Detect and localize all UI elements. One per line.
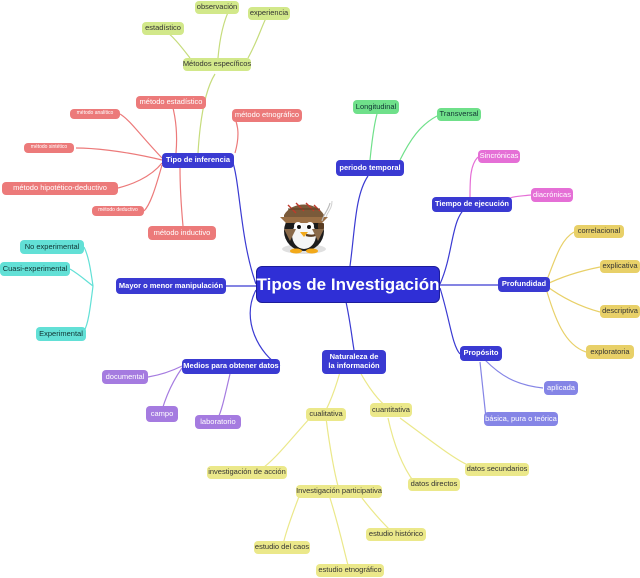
link-periodo-transversal	[399, 115, 438, 161]
link-tiempo-diacronicas	[509, 194, 532, 199]
link-manip-noexp	[83, 246, 94, 287]
link-metodos-observacion	[217, 7, 231, 59]
branch-tiempo-ejecucion[interactable]: Tiempo de ejecución	[432, 197, 512, 212]
node-metodo-inductivo[interactable]: método inductivo	[148, 226, 216, 240]
node-sincronicas[interactable]: Sincrónicas	[478, 150, 520, 163]
link-prop-aplicada	[484, 359, 544, 389]
node-metodo-hipotetico-deductivo[interactable]: método hipotético-deductivo	[2, 182, 118, 195]
branch-proposito[interactable]: Propósito	[460, 346, 502, 361]
link-inf-inductivo	[179, 167, 184, 227]
link-part-historico	[361, 497, 391, 531]
branch-profundidad[interactable]: Profundidad	[498, 277, 550, 292]
node-estudio-historico[interactable]: estudio histórico	[366, 528, 426, 541]
link-inf-hipotetico	[117, 162, 163, 189]
link-tipo-metodos	[197, 73, 216, 154]
node-longitudinal[interactable]: Longitudinal	[353, 100, 399, 114]
node-metodo-estadistico[interactable]: método estadístico	[136, 96, 206, 109]
link-tiempo-sincronicas	[469, 156, 479, 199]
link-part-caos	[282, 493, 301, 546]
link-cual-accion	[259, 417, 311, 471]
node-estadistico[interactable]: estadístico	[142, 22, 184, 35]
branch-periodo-temporal[interactable]: periodo temporal	[336, 160, 404, 176]
link-central-tipo-inferencia	[231, 159, 257, 285]
node-metodo-deductivo[interactable]: método deductivo	[92, 206, 144, 216]
node-explicativa[interactable]: explicativa	[600, 260, 640, 273]
link-cuant-secundarios	[399, 417, 471, 467]
node-cuasi-experimental[interactable]: Cuasi-experimental	[0, 262, 70, 276]
node-experiencia[interactable]: experiencia	[248, 7, 290, 20]
node-metodo-etnografico[interactable]: método etnográfico	[232, 109, 302, 122]
link-prof-correlacional	[544, 231, 575, 286]
node-basica-pura-teorica[interactable]: básica, pura o teórica	[484, 412, 558, 426]
node-estudio-etnografico[interactable]: estudio etnográfico	[316, 564, 384, 577]
link-central-proposito	[439, 287, 461, 355]
node-documental[interactable]: documental	[102, 370, 148, 384]
node-observacion[interactable]: observación	[195, 1, 239, 14]
node-descriptiva[interactable]: descriptiva	[600, 305, 640, 318]
node-cualitativa[interactable]: cualitativa	[306, 408, 346, 421]
node-experimental[interactable]: Experimental	[36, 327, 86, 341]
node-datos-secundarios[interactable]: datos secundarios	[465, 463, 529, 476]
link-metodos-experiencia	[247, 13, 269, 59]
node-aplicada[interactable]: aplicada	[544, 381, 578, 395]
node-cuantitativa[interactable]: cuantitativa	[370, 403, 412, 417]
link-inf-deductivo	[143, 164, 163, 212]
link-inf-estadistico	[171, 103, 178, 154]
link-central-periodo	[349, 175, 369, 267]
node-laboratorio[interactable]: laboratorio	[195, 415, 241, 429]
node-exploratoria[interactable]: exploratoria	[586, 345, 634, 359]
branch-medios[interactable]: Medios para obtener datos	[182, 359, 280, 374]
link-central-tiempo	[439, 204, 471, 285]
link-nat-cualitativa	[325, 371, 341, 411]
node-metodos-especificos[interactable]: Métodos específicos	[183, 58, 251, 71]
node-investigacion-accion[interactable]: investigación de acción	[207, 466, 287, 479]
link-inf-analitico	[119, 113, 163, 159]
node-metodo-sintetico[interactable]: método sintético	[24, 143, 74, 153]
node-no-experimental[interactable]: No experimental	[20, 240, 84, 254]
link-inf-sintetico	[75, 147, 163, 161]
link-periodo-longitudinal	[369, 113, 378, 161]
link-cuant-directos	[387, 417, 415, 483]
link-manip-cuasi	[69, 268, 94, 287]
link-medios-laboratorio	[217, 373, 231, 419]
node-metodo-analitico[interactable]: método analítico	[70, 109, 120, 119]
node-transversal[interactable]: Transversal	[437, 108, 481, 121]
link-prop-basica	[479, 361, 487, 419]
link-part-etnografico	[329, 497, 349, 566]
node-estudio-caos[interactable]: estudio del caos	[254, 541, 310, 554]
link-prof-exploratoria	[544, 284, 587, 353]
link-medios-documental	[147, 365, 183, 378]
node-diacronicas[interactable]: diacrónicas	[531, 188, 573, 202]
branch-tipo-inferencia[interactable]: Tipo de inferencia	[162, 153, 234, 168]
link-prof-descriptiva	[544, 284, 601, 313]
penguin-detective-icon	[280, 200, 333, 254]
node-datos-directos[interactable]: datos directos	[408, 478, 460, 491]
link-central-naturaleza	[345, 301, 355, 351]
branch-manipulacion[interactable]: Mayor o menor manipulación	[116, 278, 226, 294]
node-investigacion-participativa[interactable]: Investigación participativa	[296, 485, 382, 498]
link-manip-exp	[83, 285, 94, 332]
link-cual-participativa	[325, 417, 339, 487]
node-campo[interactable]: campo	[146, 406, 178, 422]
node-correlacional[interactable]: correlacional	[574, 225, 624, 238]
link-prof-explicativa	[544, 266, 601, 286]
branch-naturaleza[interactable]: Naturaleza de la información	[322, 350, 386, 374]
central-topic[interactable]: Tipos de Investigación	[256, 266, 440, 303]
link-medios-campo	[161, 367, 183, 411]
